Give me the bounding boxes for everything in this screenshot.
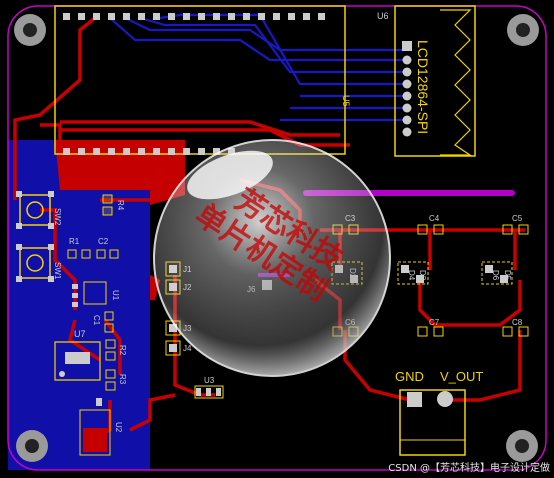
u1-pins: [72, 284, 78, 307]
vout-label: V_OUT: [440, 369, 483, 384]
u6-label: U6: [377, 11, 389, 21]
c2-label: C2: [98, 237, 109, 246]
d5-label: D5: [503, 270, 512, 281]
u5-top-pins: [63, 13, 325, 20]
sw2-label: SW2: [53, 208, 62, 226]
u6-outline-zigzag: [440, 9, 472, 156]
u3-label: U3: [204, 376, 215, 385]
u6-footprint: [394, 5, 476, 157]
glass-sphere: [153, 139, 391, 377]
r4-label: R4: [116, 200, 125, 211]
u3-footprint: [194, 385, 224, 399]
u2-footprint: [79, 398, 111, 456]
d4-label: D4: [407, 270, 416, 281]
u7-label: U7: [74, 329, 86, 339]
r4-footprint: [102, 194, 113, 216]
r2-r3-pads: [105, 339, 116, 391]
r1-c2-pads: [67, 249, 119, 259]
sw1-footprint: [16, 244, 54, 282]
r1-label: R1: [69, 237, 80, 246]
d3-label: D3: [418, 270, 427, 281]
u2-label: U2: [114, 422, 123, 433]
watermark-text: CSDN @【芳芯科技】电子设计定做: [388, 463, 550, 474]
c1-label: C1: [92, 315, 101, 326]
gnd-label: GND: [395, 369, 424, 384]
c8-label: C8: [512, 318, 523, 327]
sw1-label: SW1: [53, 262, 62, 280]
u6-pins: [402, 41, 412, 137]
output-terminal: [399, 389, 466, 456]
c4-label: C4: [429, 214, 440, 223]
mounting-holes: [14, 14, 539, 462]
r2-label: R2: [118, 345, 127, 356]
u7-footprint: [54, 341, 101, 381]
sw2-footprint: [16, 191, 54, 229]
c5-label: C5: [512, 214, 523, 223]
c7-label: C7: [429, 318, 440, 327]
lcd-label: LCD12864-SPI: [415, 40, 431, 134]
u1-label: U1: [111, 290, 120, 301]
r3-label: R3: [118, 374, 127, 385]
d6-label: D6: [491, 270, 500, 281]
u1-footprint: [83, 281, 107, 305]
top-copper-pour: [55, 140, 185, 300]
j4-label: J4: [183, 344, 192, 353]
c1-footprint: [104, 311, 114, 333]
u5-label: U5: [341, 95, 351, 107]
